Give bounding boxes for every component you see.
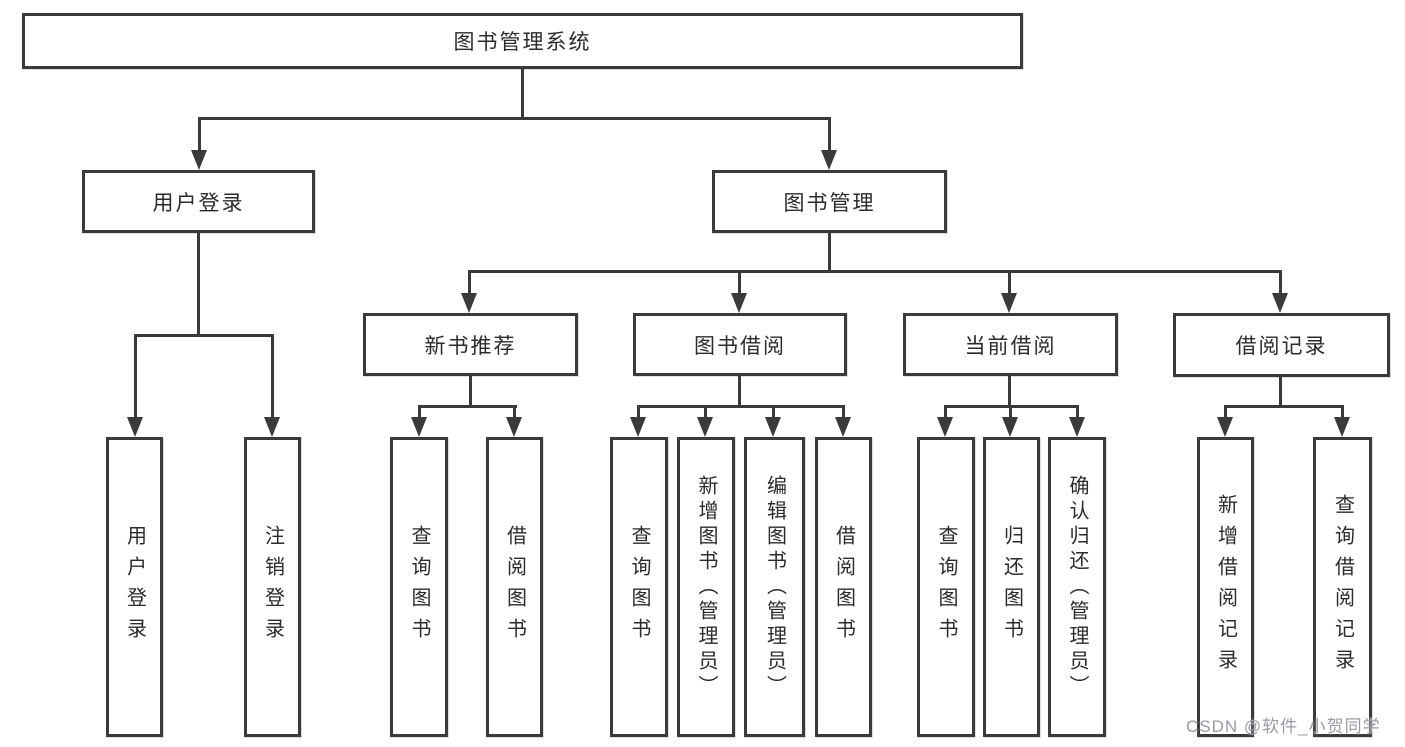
connector-line <box>828 233 831 273</box>
arrow-down-icon <box>506 417 522 437</box>
node-user-login-group-label: 用户登录 <box>152 191 245 215</box>
leaf-confirm-return-admin-label: 确认归还（管理员） <box>1066 474 1088 700</box>
connector-line <box>637 405 845 408</box>
connector-line <box>521 69 524 117</box>
connector-line <box>134 334 274 337</box>
arrow-down-icon <box>835 417 851 437</box>
node-book-borrow-label: 图书借阅 <box>694 334 786 358</box>
arrow-down-icon <box>1001 293 1017 313</box>
arrow-down-icon <box>1217 417 1233 437</box>
arrow-down-icon <box>697 417 713 437</box>
node-new-book-recommend: 新书推荐 <box>363 313 578 376</box>
leaf-query-book-1: 查询图书 <box>390 437 448 737</box>
node-borrow-record-label: 借阅记录 <box>1235 335 1328 358</box>
connector-line <box>198 117 831 120</box>
leaf-query-borrow-record-label: 查询借阅记录 <box>1331 494 1354 680</box>
arrow-down-icon <box>191 150 207 170</box>
node-user-login-group: 用户登录 <box>82 170 315 233</box>
connector-line <box>469 376 472 408</box>
connector-line <box>198 117 201 152</box>
leaf-user-login: 用户登录 <box>106 437 163 737</box>
connector-line <box>738 270 741 295</box>
leaf-logout-label: 注销登录 <box>261 525 284 649</box>
leaf-confirm-return-admin: 确认归还（管理员） <box>1048 437 1106 737</box>
arrow-down-icon <box>731 293 747 313</box>
leaf-add-book-admin: 新增图书（管理员） <box>677 437 735 737</box>
leaf-query-book-3: 查询图书 <box>917 437 975 737</box>
leaf-edit-book-admin-label: 编辑图书（管理员） <box>763 474 786 700</box>
node-current-borrow: 当前借阅 <box>903 313 1118 376</box>
node-book-management: 图书管理 <box>712 170 947 233</box>
leaf-query-book-2: 查询图书 <box>610 437 668 737</box>
arrow-down-icon <box>1002 417 1018 437</box>
node-current-borrow-label: 当前借阅 <box>964 334 1057 358</box>
leaf-edit-book-admin: 编辑图书（管理员） <box>744 437 805 737</box>
arrow-down-icon <box>1272 293 1288 313</box>
arrow-down-icon <box>937 417 953 437</box>
connector-line <box>1279 377 1282 408</box>
connector-line <box>418 405 421 419</box>
node-book-borrow: 图书借阅 <box>633 313 847 376</box>
node-borrow-record: 借阅记录 <box>1173 313 1390 377</box>
arrow-down-icon <box>127 417 143 437</box>
connector-line <box>944 405 947 419</box>
leaf-return-book: 归还图书 <box>983 437 1040 737</box>
connector-line <box>1008 270 1011 295</box>
arrow-down-icon <box>461 293 477 313</box>
connector-line <box>738 376 741 408</box>
leaf-borrow-book-2: 借阅图书 <box>815 437 872 737</box>
leaf-borrow-book-1-label: 借阅图书 <box>503 525 526 649</box>
connector-line <box>513 405 516 419</box>
connector-line <box>197 233 200 337</box>
node-root-label: 图书管理系统 <box>453 31 592 54</box>
connector-line <box>469 270 1282 273</box>
connector-line <box>842 405 845 419</box>
arrow-down-icon <box>411 417 427 437</box>
leaf-query-borrow-record: 查询借阅记录 <box>1313 437 1372 737</box>
node-root: 图书管理系统 <box>22 13 1023 69</box>
connector-line <box>418 405 517 408</box>
arrow-down-icon <box>264 417 280 437</box>
leaf-borrow-book-2-label: 借阅图书 <box>832 525 855 649</box>
arrow-down-icon <box>1334 417 1350 437</box>
arrow-down-icon <box>630 417 646 437</box>
leaf-add-borrow-record-label: 新增借阅记录 <box>1214 494 1237 680</box>
leaf-logout: 注销登录 <box>244 437 301 737</box>
leaf-query-book-3-label: 查询图书 <box>935 525 957 649</box>
connector-line <box>704 405 707 419</box>
connector-line <box>772 405 775 419</box>
arrow-down-icon <box>1069 417 1085 437</box>
leaf-query-book-1-label: 查询图书 <box>408 525 430 649</box>
connector-line <box>134 334 137 419</box>
connector-line <box>468 270 471 295</box>
leaf-borrow-book-1: 借阅图书 <box>486 437 543 737</box>
connector-line <box>1279 270 1282 295</box>
connector-line <box>828 117 831 152</box>
arrow-down-icon <box>821 150 837 170</box>
connector-line <box>1008 376 1011 408</box>
leaf-return-book-label: 归还图书 <box>1000 525 1023 649</box>
node-book-management-label: 图书管理 <box>783 191 876 215</box>
leaf-add-book-admin-label: 新增图书（管理员） <box>695 474 717 700</box>
connector-line <box>1341 405 1344 419</box>
node-new-book-recommend-label: 新书推荐 <box>424 334 517 358</box>
csdn-watermark: CSDN @软件_小贺同学 <box>1186 717 1381 736</box>
connector-line <box>1009 405 1012 419</box>
connector-line <box>1224 405 1227 419</box>
leaf-query-book-2-label: 查询图书 <box>628 525 650 649</box>
arrow-down-icon <box>765 417 781 437</box>
connector-line <box>637 405 640 419</box>
leaf-user-login-label: 用户登录 <box>123 525 146 649</box>
connector-line <box>1224 405 1344 408</box>
connector-line <box>1076 405 1079 419</box>
leaf-add-borrow-record: 新增借阅记录 <box>1197 437 1254 737</box>
connector-line <box>271 334 274 419</box>
